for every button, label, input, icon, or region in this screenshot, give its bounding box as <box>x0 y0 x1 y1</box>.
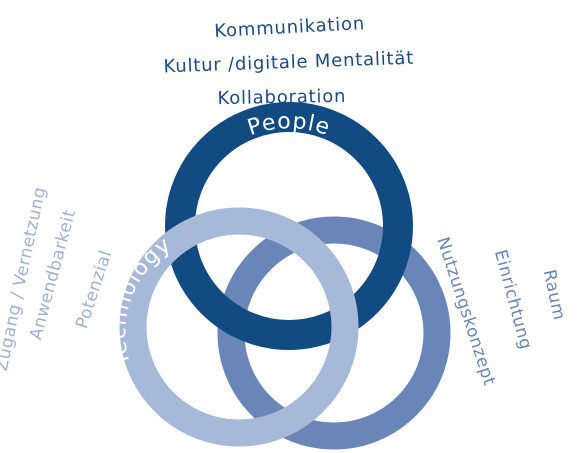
people-item-kollaboration: Kollaboration <box>217 86 346 109</box>
place-item-einrichtung: Einrichtung <box>490 248 536 352</box>
people-item-kommunikation: Kommunikation <box>214 13 366 42</box>
place-item-raum: Raum <box>539 268 569 322</box>
technology-ring <box>119 207 359 447</box>
people-item-kultur: Kultur /digitale Mentalität <box>163 48 414 78</box>
